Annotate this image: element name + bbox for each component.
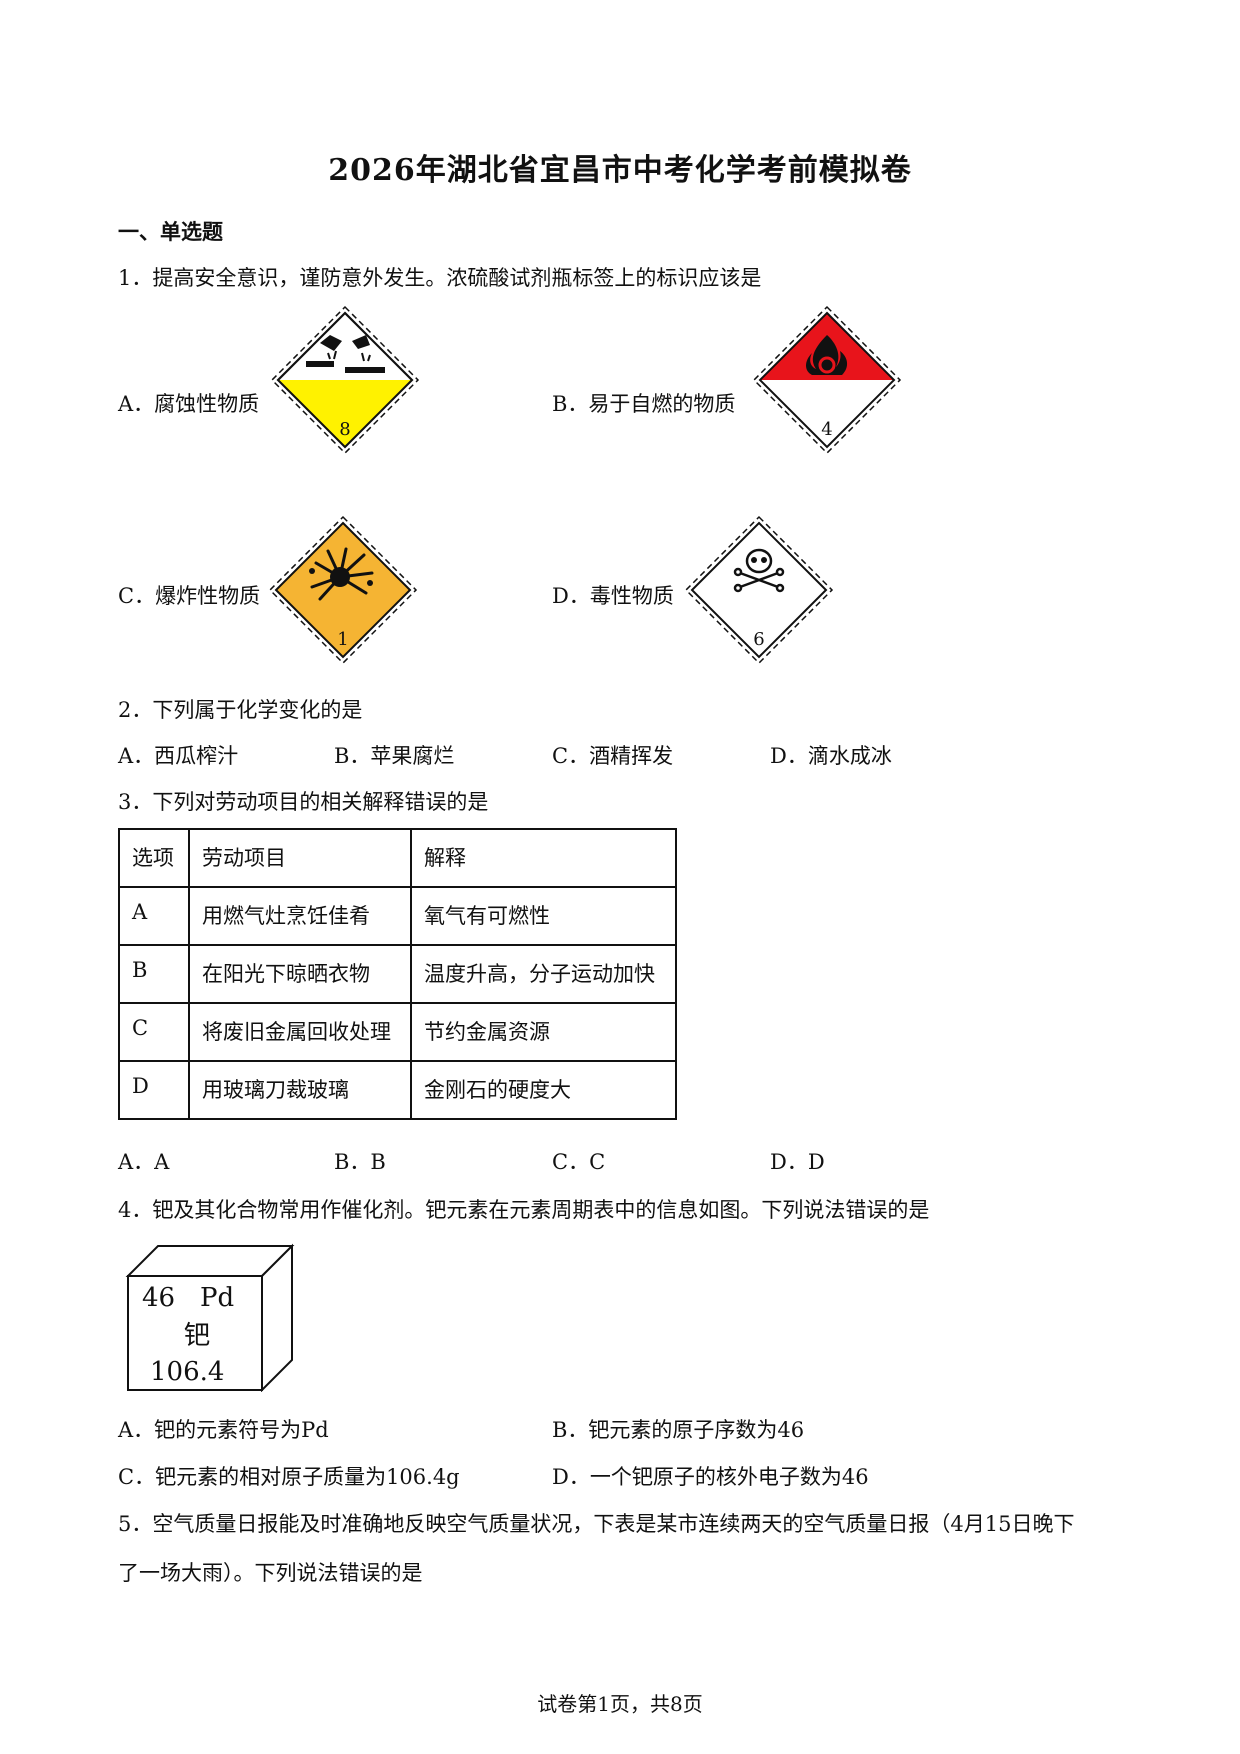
q1-option-c[interactable]: C．爆炸性物质 <box>118 584 261 608</box>
table-header-row: 选项 劳动项目 解释 <box>118 828 677 888</box>
element-symbol: Pd <box>200 1283 234 1313</box>
toxic-hazard-icon: 6 <box>684 515 834 665</box>
q2-option-d[interactable]: D．滴水成冰 <box>770 744 892 768</box>
table-cell: 节约金属资源 <box>410 1002 677 1062</box>
table-cell: A <box>118 886 190 946</box>
palladium-element-card: 46 Pd 钯 106.4 <box>125 1243 295 1392</box>
page-title: 2026年湖北省宜昌市中考化学考前模拟卷 <box>328 153 912 188</box>
q4-option-d[interactable]: D．一个钯原子的核外电子数为46 <box>552 1465 869 1489</box>
table-cell: 用玻璃刀裁玻璃 <box>188 1060 412 1120</box>
table-row: B 在阳光下晾晒衣物 温度升高，分子运动加快 <box>118 944 677 1004</box>
question-1-stem: 1．提高安全意识，谨防意外发生。浓硫酸试剂瓶标签上的标识应该是 <box>118 266 762 290</box>
q2-option-b[interactable]: B．苹果腐烂 <box>334 744 455 768</box>
table-cell: D <box>118 1060 190 1120</box>
table-row: D 用玻璃刀裁玻璃 金刚石的硬度大 <box>118 1060 677 1120</box>
question-4-stem: 4．钯及其化合物常用作催化剂。钯元素在元素周期表中的信息如图。下列说法错误的是 <box>118 1198 930 1222</box>
q4-option-c[interactable]: C．钯元素的相对原子质量为106.4g <box>118 1465 460 1489</box>
q1-option-a[interactable]: A．腐蚀性物质 <box>118 392 260 416</box>
q1-option-d[interactable]: D．毒性物质 <box>552 584 674 608</box>
table-cell: C <box>118 1002 190 1062</box>
explosive-class-number: 1 <box>337 629 348 650</box>
flammable-hazard-icon: 4 <box>752 305 902 455</box>
q3-option-a[interactable]: A．A <box>118 1150 170 1174</box>
question-5-stem-line1: 5．空气质量日报能及时准确地反映空气质量状况，下表是某市连续两天的空气质量日报（… <box>118 1512 1075 1536</box>
table-header-cell: 解释 <box>410 828 677 888</box>
element-atomic-number: 46 <box>142 1283 175 1313</box>
table-cell: 氧气有可燃性 <box>410 886 677 946</box>
table-cell: B <box>118 944 190 1004</box>
element-atomic-mass: 106.4 <box>150 1357 224 1387</box>
table-cell: 在阳光下晾晒衣物 <box>188 944 412 1004</box>
explosive-hazard-icon: 1 <box>268 515 418 665</box>
q4-option-b[interactable]: B．钯元素的原子序数为46 <box>552 1418 805 1442</box>
table-cell: 金刚石的硬度大 <box>410 1060 677 1120</box>
q1-option-b[interactable]: B．易于自燃的物质 <box>552 392 736 416</box>
element-name: 钯 <box>184 1321 210 1351</box>
table-row: A 用燃气灶烹饪佳肴 氧气有可燃性 <box>118 886 677 946</box>
question-5-stem-line2: 了一场大雨）。下列说法错误的是 <box>118 1561 423 1585</box>
page-footer: 试卷第1页，共8页 <box>537 1692 703 1716</box>
q3-option-b[interactable]: B．B <box>334 1150 386 1174</box>
corrosive-class-number: 8 <box>339 419 350 440</box>
labor-explanation-table: 选项 劳动项目 解释 A 用燃气灶烹饪佳肴 氧气有可燃性 B 在阳光下晾晒衣物 … <box>118 828 677 1120</box>
q4-option-a[interactable]: A．钯的元素符号为Pd <box>118 1418 329 1442</box>
section-heading: 一、单选题 <box>118 220 223 244</box>
table-cell: 用燃气灶烹饪佳肴 <box>188 886 412 946</box>
question-2-stem: 2．下列属于化学变化的是 <box>118 698 363 722</box>
q2-option-c[interactable]: C．酒精挥发 <box>552 744 674 768</box>
table-cell: 温度升高，分子运动加快 <box>410 944 677 1004</box>
table-header-cell: 选项 <box>118 828 190 888</box>
q3-option-c[interactable]: C．C <box>552 1150 606 1174</box>
toxic-class-number: 6 <box>753 629 764 650</box>
q2-option-a[interactable]: A．西瓜榨汁 <box>118 744 239 768</box>
q3-option-d[interactable]: D．D <box>770 1150 825 1174</box>
flammable-class-number: 4 <box>821 419 832 440</box>
table-row: C 将废旧金属回收处理 节约金属资源 <box>118 1002 677 1062</box>
corrosive-hazard-icon: 8 <box>270 305 420 455</box>
table-header-cell: 劳动项目 <box>188 828 412 888</box>
question-3-stem: 3．下列对劳动项目的相关解释错误的是 <box>118 790 489 814</box>
table-cell: 将废旧金属回收处理 <box>188 1002 412 1062</box>
